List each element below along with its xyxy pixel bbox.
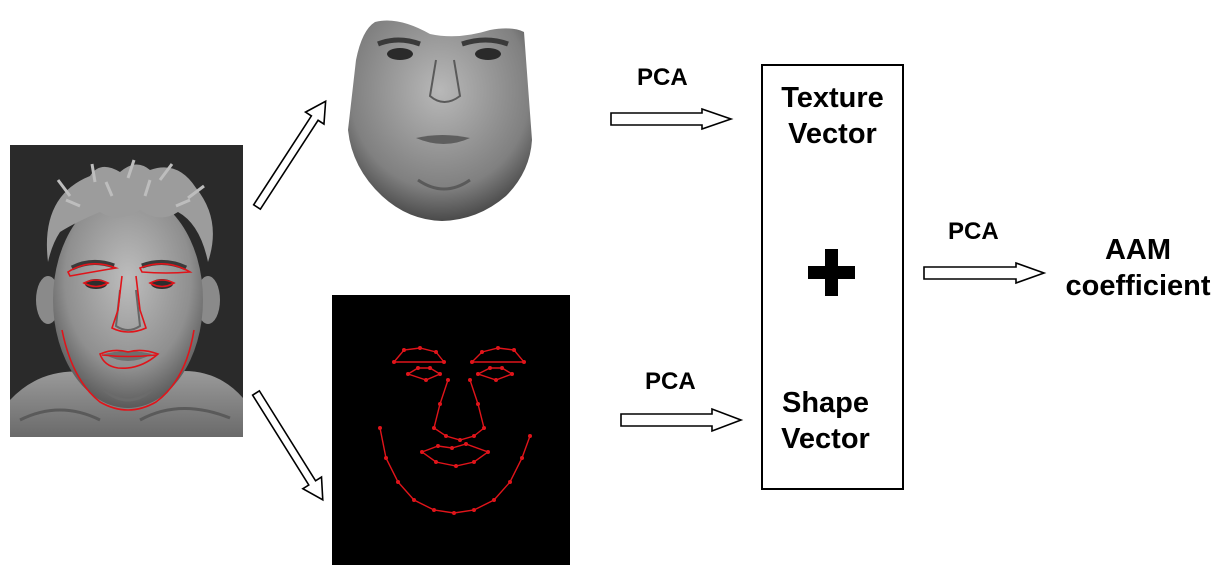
shape-vector-line1: Shape: [781, 387, 870, 419]
texture-vector-line1: Texture: [781, 82, 884, 114]
plus-icon: [808, 249, 855, 296]
shape-landmark-panel: [332, 295, 570, 565]
source-face-landmarks: [61, 263, 195, 411]
aam-coefficient-line1: AAM: [1104, 234, 1172, 266]
arrow-shape-pca: [620, 407, 744, 433]
pca-label-texture: PCA: [637, 64, 688, 91]
arrow-photo-to-texture: [252, 99, 327, 211]
texture-vector-label: Texture Vector: [762, 80, 903, 152]
pca-label-shape: PCA: [645, 368, 696, 395]
texture-vector-line2: Vector: [788, 118, 877, 150]
aam-coefficient-line2: coefficient: [1065, 270, 1211, 302]
source-face-photo: [10, 145, 243, 437]
arrow-photo-to-shape: [251, 389, 324, 502]
shape-vector-line2: Vector: [781, 423, 870, 455]
shape-vector-label: Shape Vector: [755, 385, 896, 457]
arrow-texture-pca: [610, 107, 734, 131]
arrow-combined-pca: [923, 261, 1047, 285]
pca-label-combined: PCA: [948, 218, 999, 245]
aam-coefficient-label: AAM coefficient: [1054, 232, 1222, 304]
texture-face-image: [348, 20, 532, 221]
shape-landmark-points: [378, 346, 532, 515]
